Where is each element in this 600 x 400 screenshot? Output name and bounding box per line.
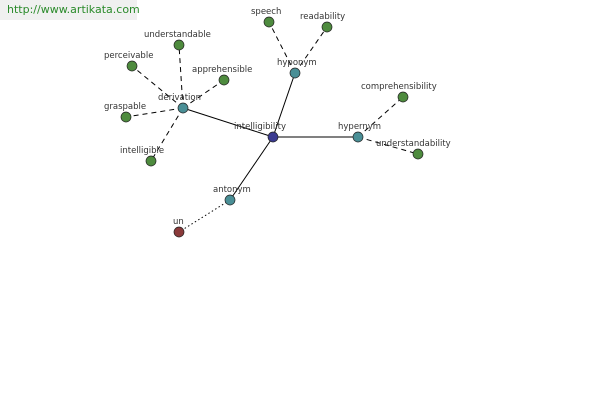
node-un[interactable] (173, 226, 185, 238)
label-speech: speech (251, 7, 281, 17)
node-speech[interactable] (263, 16, 275, 28)
label-derivation: derivation (158, 93, 201, 103)
label-intelligible: intelligible (120, 146, 164, 156)
label-understandable: understandable (144, 30, 211, 40)
node-understandable[interactable] (173, 39, 185, 51)
edge-derivation-perceivable (131, 65, 184, 109)
node-intelligibility[interactable] (267, 131, 279, 143)
label-perceivable: perceivable (104, 51, 153, 61)
site-watermark[interactable]: http://www.artikata.com (0, 0, 140, 20)
node-hypernym[interactable] (352, 131, 364, 143)
node-comprehensibility[interactable] (397, 91, 409, 103)
node-intelligible[interactable] (145, 155, 157, 167)
node-understandability[interactable] (412, 148, 424, 160)
edge-hyponym-speech (268, 21, 296, 74)
edge-antonym-un (178, 199, 231, 233)
label-antonym: antonym (213, 185, 251, 195)
label-graspable: graspable (104, 102, 146, 112)
edge-derivation-graspable (125, 107, 184, 118)
label-understandability: understandability (376, 139, 451, 149)
label-comprehensibility: comprehensibility (361, 82, 437, 92)
label-un: un (173, 217, 184, 227)
node-apprehensible[interactable] (218, 74, 230, 86)
edge-hypernym-understandability (357, 136, 419, 155)
label-hypernym: hypernym (338, 122, 381, 132)
node-hyponym[interactable] (289, 67, 301, 79)
node-derivation[interactable] (177, 102, 189, 114)
edge-derivation-intelligible (150, 107, 184, 162)
node-graspable[interactable] (120, 111, 132, 123)
label-hyponym: hyponym (277, 58, 317, 68)
node-antonym[interactable] (224, 194, 236, 206)
edge-derivation-understandable (178, 44, 184, 109)
label-apprehensible: apprehensible (192, 65, 252, 75)
edge-center-antonym (229, 136, 274, 201)
edge-center-hyponym (272, 72, 296, 138)
label-intelligibility: intelligibility (234, 122, 286, 132)
edge-hypernym-comprehensibility (357, 96, 404, 138)
edge-hyponym-readability (294, 26, 328, 74)
edge-center-derivation (182, 107, 274, 138)
label-readability: readability (300, 12, 345, 22)
node-perceivable[interactable] (126, 60, 138, 72)
node-readability[interactable] (321, 21, 333, 33)
